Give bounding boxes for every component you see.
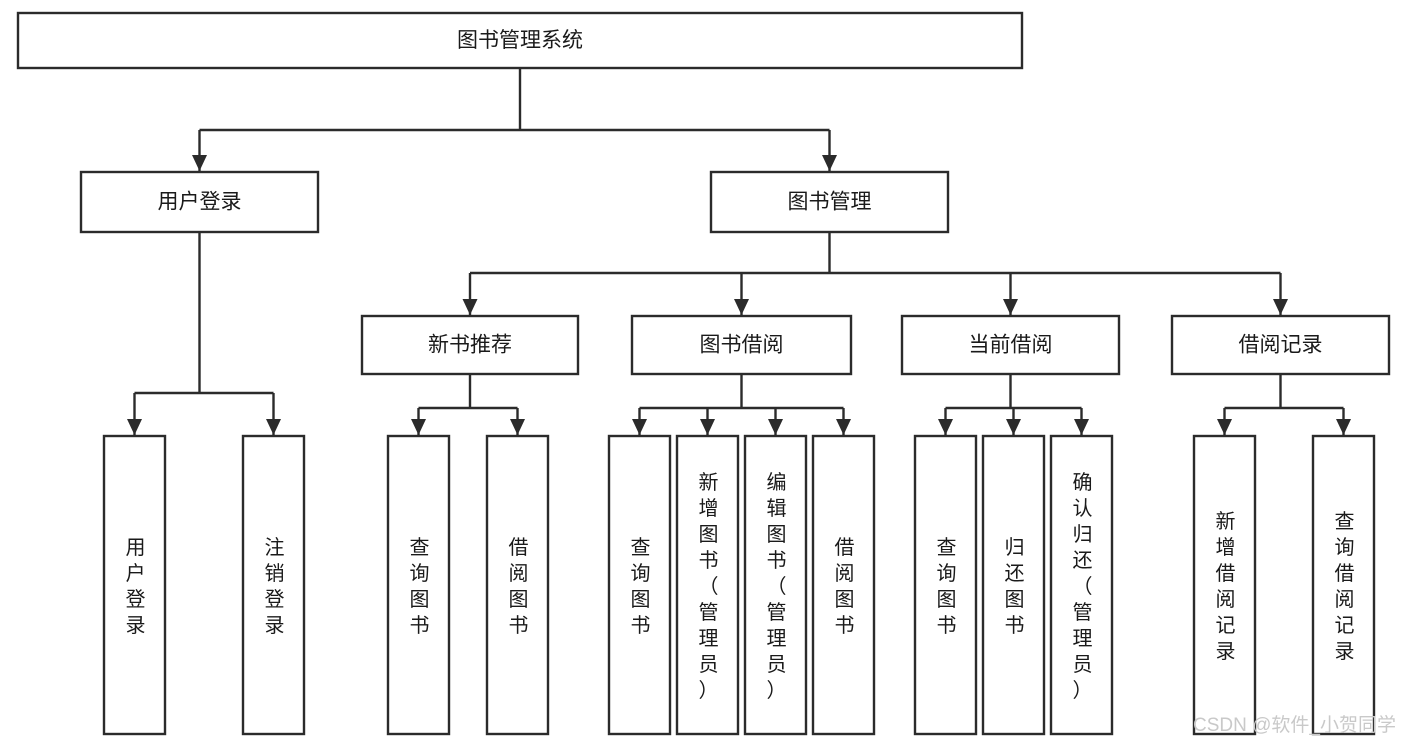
node-label-leaf-user-logout: 注销登录 xyxy=(265,536,285,637)
node-box-leaf-user-login xyxy=(102,434,167,736)
arrow-head-icon xyxy=(1003,299,1018,315)
node-box-leaf-edit-book xyxy=(743,434,808,736)
node-leaf-query-borrow-record[interactable]: 查询借阅记录 xyxy=(1311,434,1376,736)
node-box-new-book-recommend xyxy=(360,314,580,376)
node-box-leaf-query-book-current xyxy=(913,434,978,736)
node-box-leaf-user-logout xyxy=(241,434,306,736)
arrow-head-icon xyxy=(1074,419,1089,435)
arrow-head-icon xyxy=(822,155,837,171)
connector-group-book-manage xyxy=(462,232,1288,315)
node-label-leaf-add-borrow-record: 新增借阅记录 xyxy=(1216,510,1236,663)
node-book-borrow[interactable]: 图书借阅 xyxy=(630,314,853,376)
node-leaf-borrow-book[interactable]: 借阅图书 xyxy=(811,434,876,736)
node-box-leaf-add-borrow-record xyxy=(1192,434,1257,736)
arrow-head-icon xyxy=(192,155,207,171)
node-box-leaf-borrow-book xyxy=(811,434,876,736)
node-label-leaf-add-book: 新增图书（管理员） xyxy=(699,471,719,702)
connector-layer xyxy=(127,68,1351,435)
node-label-new-book-recommend: 新书推荐 xyxy=(428,334,512,357)
node-label-borrow-record: 借阅记录 xyxy=(1239,334,1323,357)
node-label-leaf-return-book: 归还图书 xyxy=(1005,536,1025,637)
connector-group-book-borrow xyxy=(632,374,851,435)
arrow-head-icon xyxy=(836,419,851,435)
node-label-leaf-confirm-return: 确认归还（管理员） xyxy=(1073,471,1093,702)
node-box-borrow-record xyxy=(1170,314,1391,376)
node-label-user-login: 用户登录 xyxy=(158,191,242,214)
arrow-head-icon xyxy=(734,299,749,315)
node-box-leaf-query-borrow-record xyxy=(1311,434,1376,736)
connector-group-user-login xyxy=(127,232,281,435)
node-box-root xyxy=(16,11,1024,70)
node-leaf-add-borrow-record[interactable]: 新增借阅记录 xyxy=(1192,434,1257,736)
arrow-head-icon xyxy=(411,419,426,435)
node-box-leaf-borrow-book-recommend xyxy=(485,434,550,736)
node-box-current-borrow xyxy=(900,314,1121,376)
node-label-book-borrow: 图书借阅 xyxy=(700,334,784,357)
node-box-leaf-confirm-return xyxy=(1049,434,1114,736)
node-leaf-query-book-borrow[interactable]: 查询图书 xyxy=(607,434,672,736)
node-label-leaf-query-book-current: 查询图书 xyxy=(937,536,957,637)
connector-group-new-book-recommend xyxy=(411,374,525,435)
node-label-leaf-borrow-book: 借阅图书 xyxy=(835,536,855,637)
node-label-book-manage: 图书管理 xyxy=(788,191,872,214)
node-leaf-query-book-current[interactable]: 查询图书 xyxy=(913,434,978,736)
node-user-login[interactable]: 用户登录 xyxy=(79,170,320,234)
node-box-user-login xyxy=(79,170,320,234)
arrow-head-icon xyxy=(938,419,953,435)
node-book-manage[interactable]: 图书管理 xyxy=(709,170,950,234)
node-root[interactable]: 图书管理系统 xyxy=(16,11,1024,70)
node-leaf-confirm-return[interactable]: 确认归还（管理员） xyxy=(1049,434,1114,736)
node-label-leaf-query-book-borrow: 查询图书 xyxy=(631,536,651,637)
node-leaf-borrow-book-recommend[interactable]: 借阅图书 xyxy=(485,434,550,736)
node-leaf-user-logout[interactable]: 注销登录 xyxy=(241,434,306,736)
connector-group-current-borrow xyxy=(938,374,1089,435)
arrow-head-icon xyxy=(1336,419,1351,435)
node-new-book-recommend[interactable]: 新书推荐 xyxy=(360,314,580,376)
node-leaf-edit-book[interactable]: 编辑图书（管理员） xyxy=(743,434,808,736)
connector-group-root xyxy=(192,68,837,171)
node-leaf-user-login[interactable]: 用户登录 xyxy=(102,434,167,736)
node-label-leaf-borrow-book-recommend: 借阅图书 xyxy=(509,536,529,637)
connector-group-borrow-record xyxy=(1217,374,1351,435)
node-label-leaf-query-borrow-record: 查询借阅记录 xyxy=(1335,510,1355,663)
node-leaf-return-book[interactable]: 归还图书 xyxy=(981,434,1046,736)
node-leaf-query-book-recommend[interactable]: 查询图书 xyxy=(386,434,451,736)
node-label-leaf-query-book-recommend: 查询图书 xyxy=(410,536,430,637)
node-label-leaf-user-login: 用户登录 xyxy=(126,537,146,637)
arrow-head-icon xyxy=(1217,419,1232,435)
node-label-leaf-edit-book: 编辑图书（管理员） xyxy=(767,471,787,702)
node-layer: 图书管理系统用户登录图书管理新书推荐图书借阅当前借阅借阅记录用户登录注销登录查询… xyxy=(16,11,1391,736)
node-box-book-borrow xyxy=(630,314,853,376)
node-box-leaf-add-book xyxy=(675,434,740,736)
arrow-head-icon xyxy=(768,419,783,435)
arrow-head-icon xyxy=(700,419,715,435)
node-borrow-record[interactable]: 借阅记录 xyxy=(1170,314,1391,376)
watermark-label: CSDN @软件_小贺同学 xyxy=(1193,714,1396,736)
arrow-head-icon xyxy=(1273,299,1288,315)
node-box-leaf-query-book-recommend xyxy=(386,434,451,736)
node-box-leaf-query-book-borrow xyxy=(607,434,672,736)
arrow-head-icon xyxy=(462,299,478,315)
node-leaf-add-book[interactable]: 新增图书（管理员） xyxy=(675,434,740,736)
node-label-root: 图书管理系统 xyxy=(457,29,583,52)
arrow-head-icon xyxy=(266,419,281,435)
node-label-current-borrow: 当前借阅 xyxy=(969,334,1053,357)
arrow-head-icon xyxy=(127,419,142,435)
node-current-borrow[interactable]: 当前借阅 xyxy=(900,314,1121,376)
arrow-head-icon xyxy=(632,419,647,435)
node-box-leaf-return-book xyxy=(981,434,1046,736)
node-box-book-manage xyxy=(709,170,950,234)
arrow-head-icon xyxy=(1006,419,1021,435)
arrow-head-icon xyxy=(510,419,525,435)
